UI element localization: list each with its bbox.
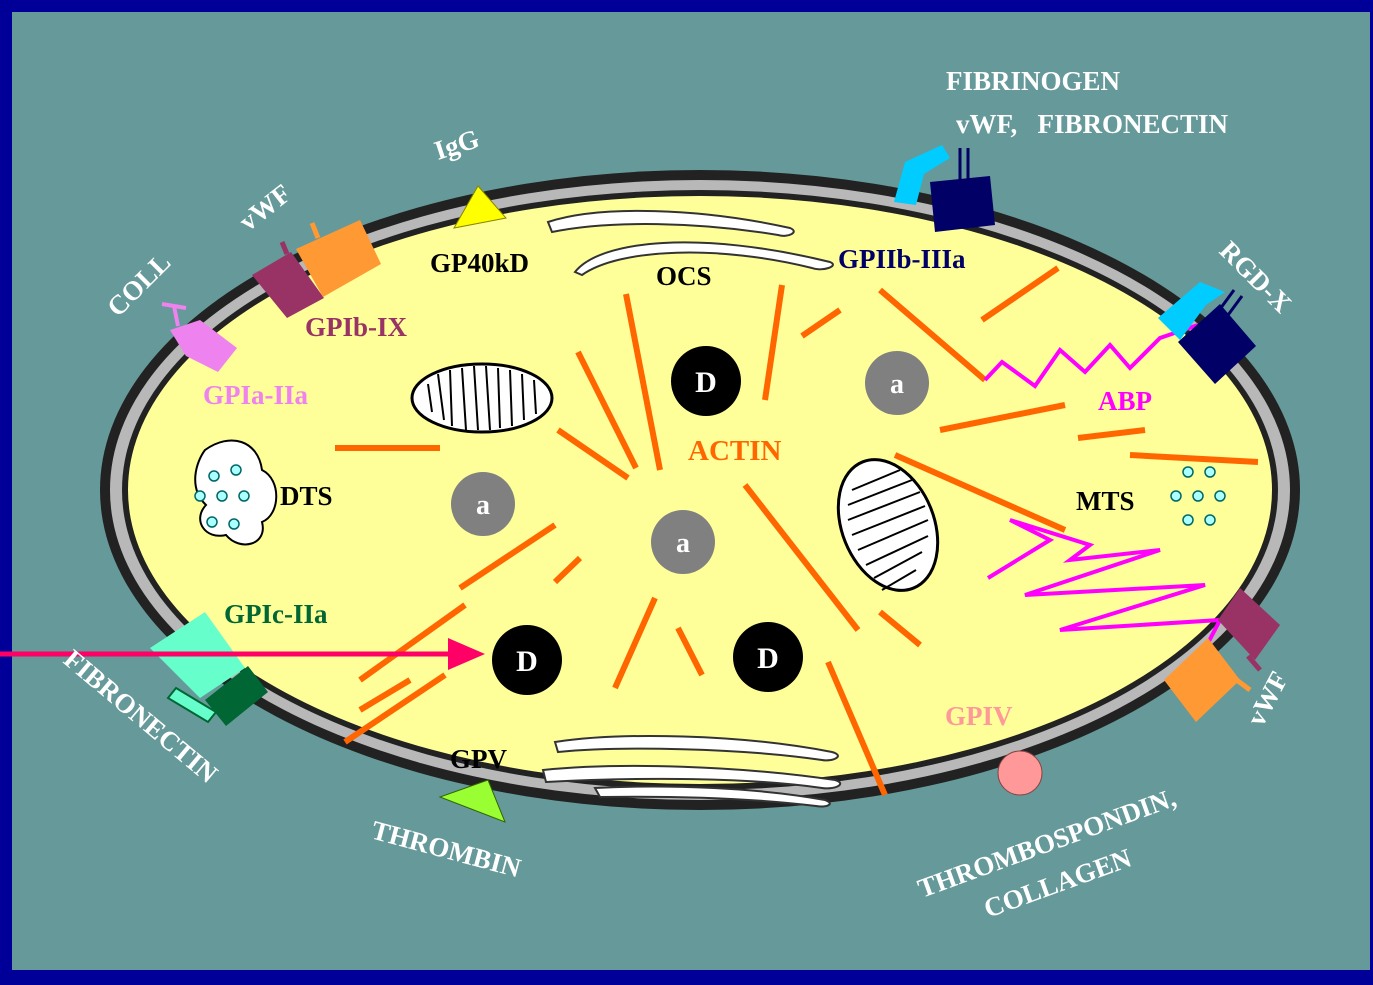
svg-text:a: a — [890, 369, 904, 400]
label-actin: ACTIN — [688, 435, 782, 467]
alpha-granule: a — [651, 510, 715, 574]
label-gpiv: GPIV — [945, 701, 1013, 731]
label-mts: MTS — [1076, 486, 1135, 516]
alpha-granule: a — [865, 351, 929, 415]
label-gpiib-iiia: GPIIb-IIIa — [838, 244, 966, 274]
gpiv-receptor — [998, 751, 1042, 795]
label-ocs: OCS — [656, 261, 712, 291]
label-dts: DTS — [280, 481, 333, 511]
label-abp: ABP — [1098, 386, 1152, 416]
svg-text:D: D — [757, 642, 779, 675]
label-gpia-iia: GPIa-IIa — [203, 380, 309, 410]
label-gpic-iia: GPIc-IIa — [224, 599, 328, 629]
dense-body: D — [671, 346, 741, 416]
label-vwf-fibronectin: vWF, FIBRONECTIN — [956, 109, 1229, 139]
svg-text:a: a — [476, 490, 490, 521]
dense-body: D — [492, 625, 562, 695]
svg-text:a: a — [676, 528, 690, 559]
label-fibrinogen: FIBRINOGEN — [946, 66, 1121, 96]
svg-text:D: D — [695, 366, 717, 399]
label-gpv: GPV — [450, 744, 507, 774]
svg-text:D: D — [516, 645, 538, 678]
label-gp40kd: GP40kD — [430, 248, 529, 278]
alpha-granule: a — [451, 472, 515, 536]
label-gpib-ix: GPIb-IX — [305, 312, 408, 342]
dense-body: D — [733, 622, 803, 692]
mitochondrion-left — [412, 364, 552, 432]
